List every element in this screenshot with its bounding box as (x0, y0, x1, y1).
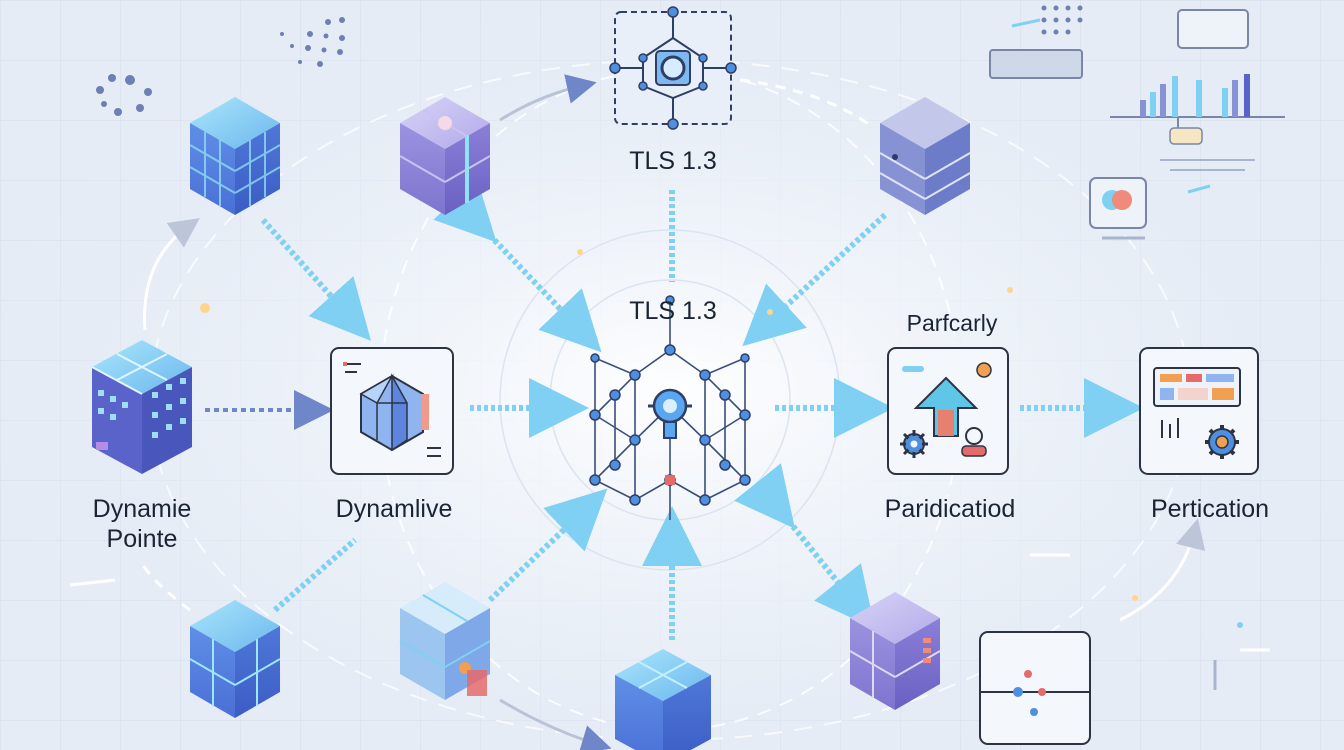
heart-shield-icon (1089, 177, 1147, 229)
network-graph-icon (589, 295, 751, 520)
decor-progress-bar (989, 49, 1083, 79)
bottom-right-panel (979, 631, 1091, 745)
cube-icon (849, 592, 941, 710)
dashboard-icon (1153, 367, 1241, 407)
dynamlive-panel (330, 347, 454, 475)
top-network-node (609, 6, 737, 130)
cube-icon (91, 340, 192, 474)
pointe-label-line: Pointe (106, 525, 178, 553)
decor-dots-top-right (1041, 5, 1083, 35)
bar-chart-icon (1110, 74, 1285, 171)
arrow-hub-to-rightbottomcube (734, 463, 875, 629)
connection-arrows (260, 178, 1144, 640)
pertication-label: Pertication (1150, 495, 1270, 523)
parfcarly-label: Parfcarly (906, 310, 998, 336)
decor-dots-top-left (96, 74, 152, 116)
cube-icon (399, 582, 491, 700)
dynamlive-label: Dynamlive (335, 495, 453, 523)
arrow-leftbottom-to-panel (273, 537, 357, 613)
curved-arrows (138, 74, 1206, 750)
tls-top-label: TLS 1.3 (629, 147, 717, 175)
gear-icon (1205, 425, 1239, 459)
tls-center-label: TLS 1.3 (629, 297, 717, 325)
hexagon-gem-icon (359, 373, 424, 452)
cube-icon (615, 649, 711, 750)
sparkles (200, 249, 1243, 628)
cube-icon (399, 97, 491, 215)
decor-dots-top (280, 17, 345, 67)
arrow-bottomcube-to-hub (487, 488, 608, 603)
dynamie-pointe-label: Dynamie Pointe (93, 494, 192, 554)
decor-lines (69, 18, 1270, 690)
arrow-cube-to-panel (260, 218, 371, 341)
paridicatiod-panel (887, 347, 1009, 475)
arrow-cube-to-hub (433, 178, 602, 353)
upload-arrow-icon (913, 376, 979, 437)
pertication-panel (1139, 347, 1259, 475)
gear-icon (900, 430, 928, 458)
decor-window (1177, 9, 1249, 49)
person-icon (961, 427, 987, 457)
dynamie-label-line: Dynamie (92, 495, 192, 523)
paridicatiod-label: Paridicatiod (884, 495, 1016, 523)
cube-icon (189, 600, 281, 718)
cube-icon (189, 97, 281, 215)
arrow-rightcube-to-hub (742, 212, 888, 347)
cube-icon (879, 97, 971, 215)
